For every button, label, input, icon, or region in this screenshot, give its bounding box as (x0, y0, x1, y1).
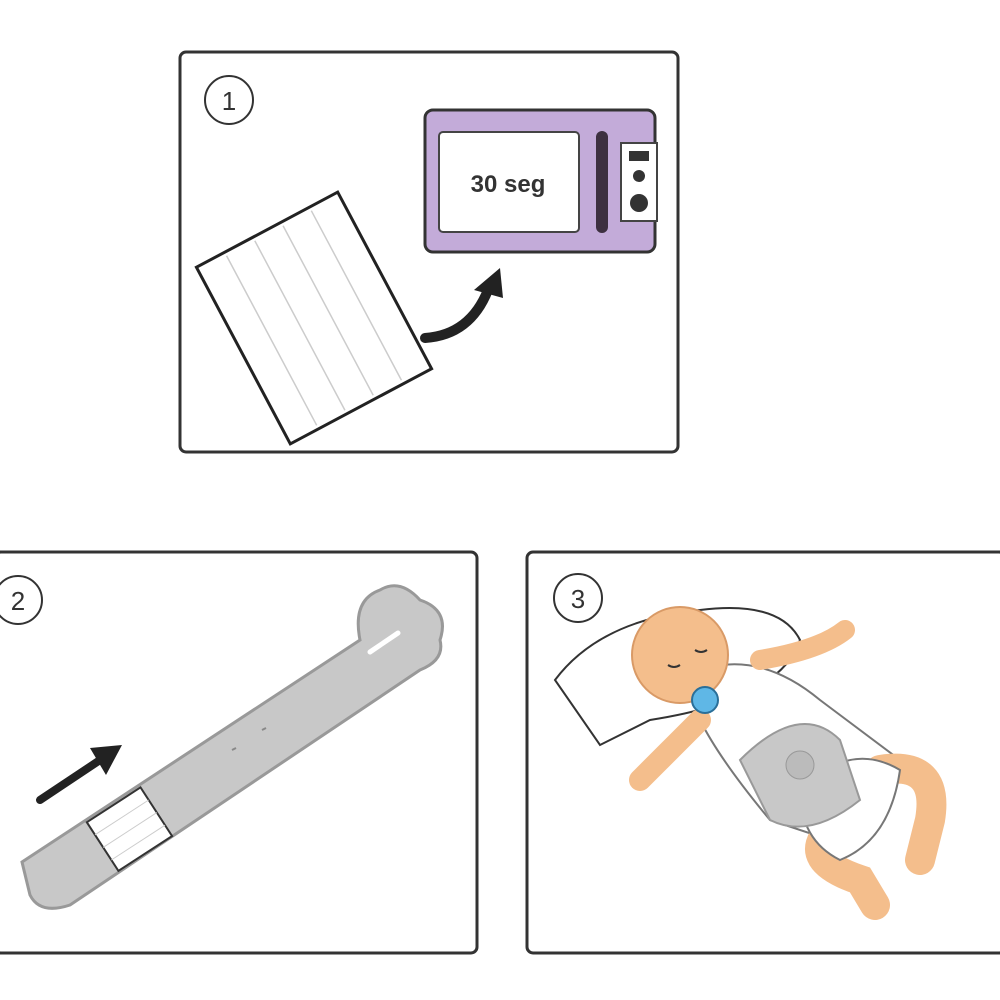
step-3-number: 3 (571, 584, 585, 614)
step-1-panel: 1 30 seg (178, 50, 680, 454)
step-2-badge (0, 575, 43, 625)
step-1-badge (204, 75, 254, 125)
insert-arrow-icon (36, 745, 122, 804)
gel-pack-icon (194, 190, 434, 446)
pacifier-icon (691, 686, 719, 714)
sleeping-baby-illustration (553, 606, 947, 920)
bear-pad-pouch-icon (20, 584, 444, 910)
curved-arrow-icon (420, 268, 503, 343)
step-1-number: 1 (222, 86, 236, 116)
step-3-panel: 3 (525, 550, 1000, 955)
microwave-icon: 30 seg (423, 108, 658, 254)
step-2-panel: 2 (0, 550, 479, 955)
step-3-badge (553, 573, 603, 623)
microwave-timer-label: 30 seg (471, 171, 546, 198)
step-2-number: 2 (11, 586, 25, 616)
